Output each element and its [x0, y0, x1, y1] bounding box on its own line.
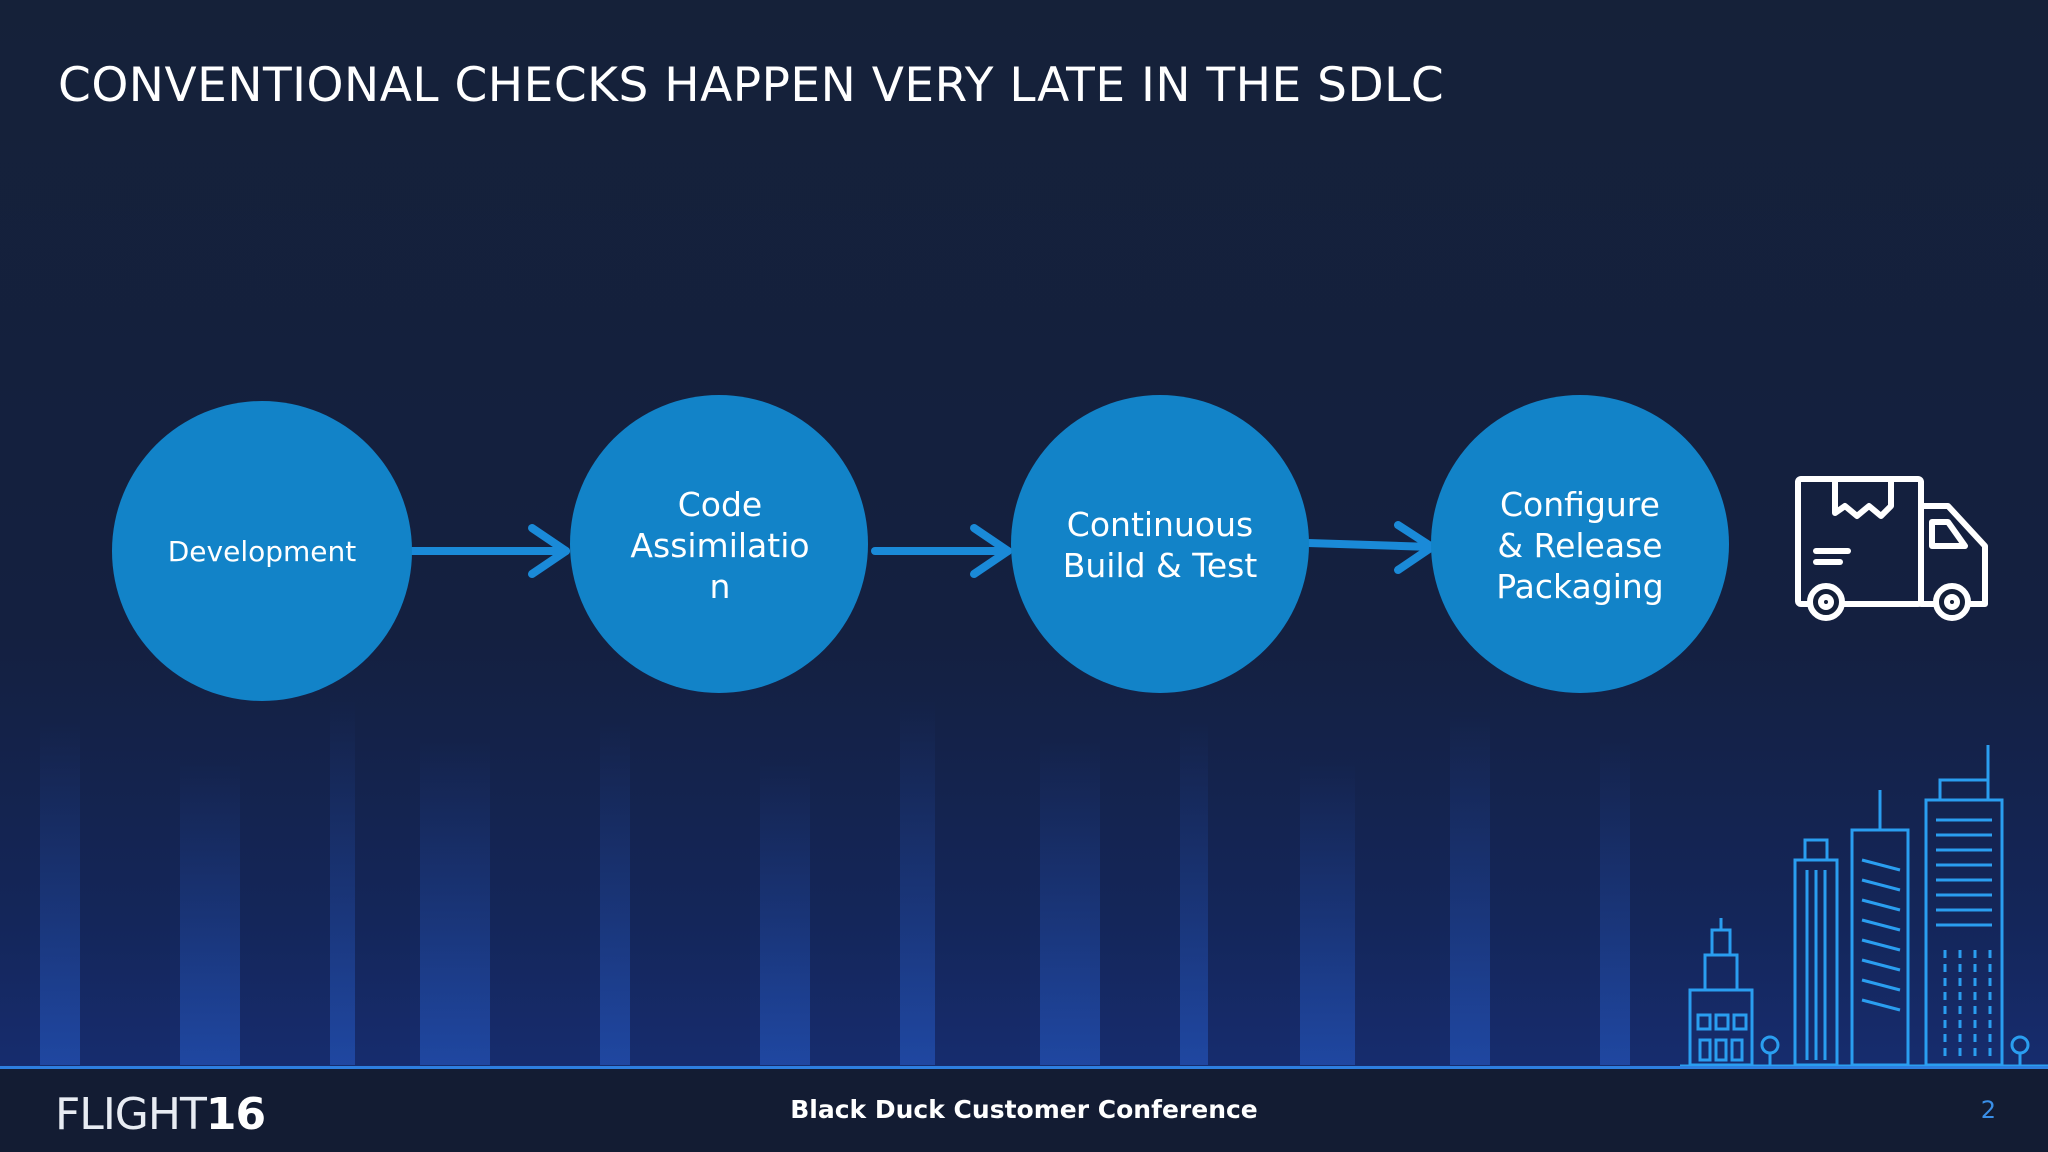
stage-label-code-assimilation: Code Assimilatio n [630, 484, 810, 606]
flow-arrow-3 [1304, 539, 1436, 551]
slide-footer: FLIGHT16 Black Duck Customer Conference … [0, 1066, 2048, 1152]
stage-circle-configure-release [1431, 395, 1729, 693]
page-number: 2 [1980, 1096, 1996, 1124]
stage-label-configure-release: Configure & Release Packaging [1496, 484, 1664, 606]
stage-label-continuous-build: Continuous Build & Test [1062, 505, 1258, 585]
conference-name: Black Duck Customer Conference [790, 1095, 1258, 1124]
stage-label-development: Development [167, 534, 357, 568]
stage-circle-continuous-build [1011, 395, 1309, 693]
city-skyline-illustration [1680, 745, 2048, 1068]
slide-title: CONVENTIONAL CHECKS HAPPEN VERY LATE IN … [58, 58, 1445, 113]
delivery-truck-icon [1795, 476, 1988, 621]
stage-circle-development [112, 401, 412, 701]
flight16-logo: FLIGHT16 [55, 1089, 266, 1140]
stage-circle-code-assimilation [570, 395, 868, 693]
